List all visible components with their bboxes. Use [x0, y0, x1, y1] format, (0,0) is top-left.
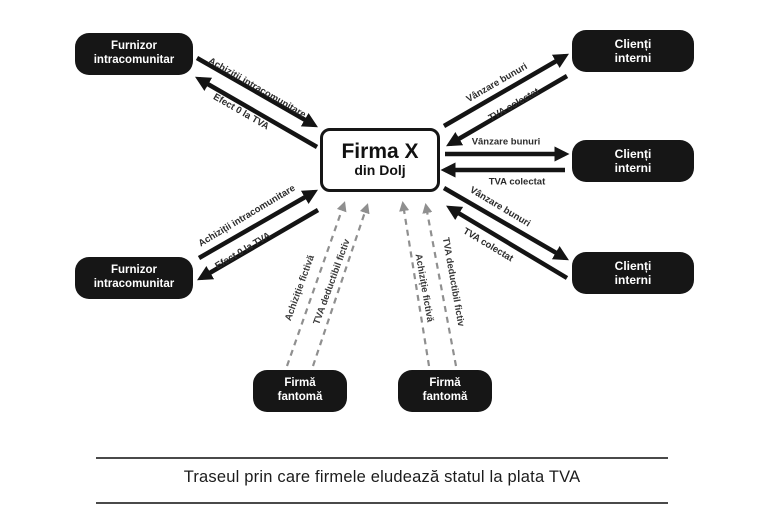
arrow-achizitii-top	[195, 56, 318, 128]
arrow-tva-bottom	[446, 205, 569, 280]
node-label: Firmă fantomă	[422, 377, 468, 403]
arrow-vanzare-bottom	[442, 186, 569, 261]
arrow-achizitii-bottom	[197, 189, 318, 260]
arrow-fantoma-left-tva	[311, 203, 370, 367]
node-furnizor-intracomunitar-top: Furnizor intracomunitar	[75, 33, 193, 75]
arrow-tva-top	[446, 74, 569, 147]
node-clienti-interni-bottom: Clienți interni	[572, 252, 694, 294]
edge-label-tva-mid: TVA colectat	[488, 176, 546, 188]
node-firma-fantoma-left: Firmă fantomă	[253, 370, 347, 412]
node-furnizor-intracomunitar-bottom: Furnizor intracomunitar	[75, 257, 193, 299]
firma-x-title: Firma X	[341, 140, 419, 164]
node-firma-x: Firma X din Dolj	[320, 128, 440, 192]
firma-x-subtitle: din Dolj	[354, 162, 406, 179]
node-label: Clienți interni	[614, 258, 652, 287]
arrow-fantoma-right-tva	[422, 203, 458, 367]
caption-rule-top	[96, 457, 668, 459]
node-firma-fantoma-right: Firmă fantomă	[398, 370, 492, 412]
node-label: Firmă fantomă	[277, 377, 323, 403]
caption-rule-bottom	[96, 502, 668, 504]
arrow-vanzare-top	[442, 53, 569, 128]
node-label: Clienți interni	[614, 36, 652, 65]
edge-label-vanzare-mid: Vânzare bunuri	[471, 136, 541, 148]
arrow-efect-bottom	[197, 208, 320, 281]
caption-text: Traseul prin care firmele eludează statu…	[183, 468, 581, 486]
node-label: Furnizor intracomunitar	[93, 264, 175, 290]
arrow-fantoma-left-achizitie	[285, 201, 347, 367]
arrow-fantoma-right-achizitie	[399, 201, 431, 367]
node-label: Clienți interni	[614, 146, 652, 175]
arrow-efect-top	[195, 76, 319, 149]
node-clienti-interni-top: Clienți interni	[572, 30, 694, 72]
node-label: Furnizor intracomunitar	[93, 40, 175, 66]
node-clienti-interni-mid: Clienți interni	[572, 140, 694, 182]
